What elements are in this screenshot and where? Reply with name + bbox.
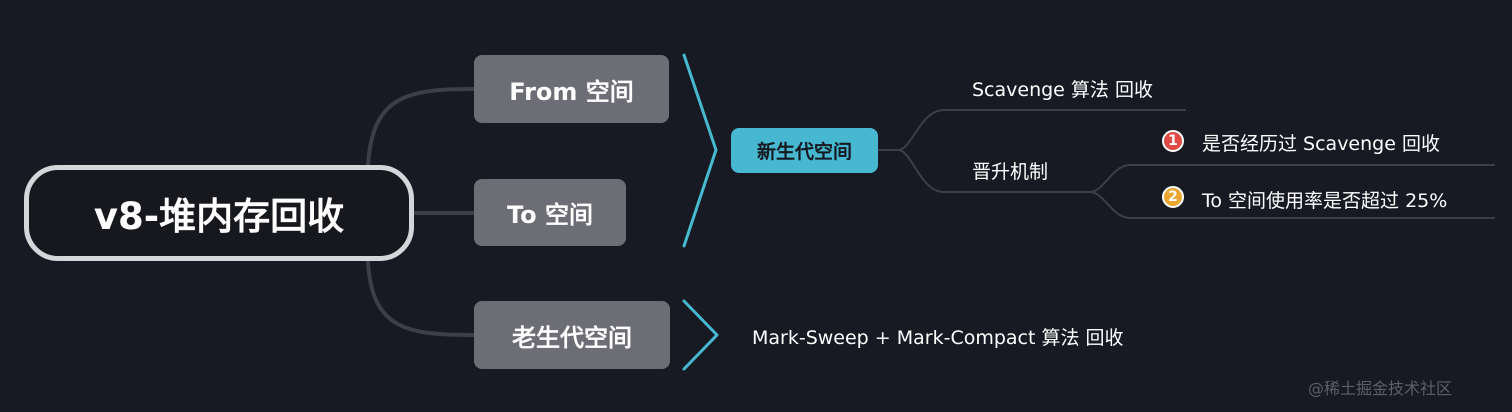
connector-young-promotion — [897, 149, 1090, 193]
new-generation-node: 新生代空间 — [731, 128, 878, 173]
old-generation-algorithm-label: Mark-Sweep + Mark-Compact 算法 回收 — [752, 327, 1124, 349]
from-space-label: From 空间 — [509, 77, 634, 106]
old-generation-node: 老生代空间 — [474, 301, 670, 369]
old-generation-label: 老生代空间 — [512, 323, 632, 352]
condition-2-label: To 空间使用率是否超过 25% — [1202, 190, 1448, 212]
bracket-young — [682, 53, 718, 248]
connector-promotion-cond1 — [1089, 164, 1495, 193]
marker-1-badge: 1 — [1162, 130, 1184, 152]
promotion-label: 晋升机制 — [972, 161, 1049, 183]
to-space-label: To 空间 — [506, 201, 594, 229]
connector-young-scavenge — [897, 109, 1186, 151]
connector-root-old — [366, 260, 476, 337]
new-generation-label: 新生代空间 — [756, 141, 852, 163]
root-node: v8-堆内存回收 — [24, 165, 414, 261]
marker-2-badge: 2 — [1162, 186, 1184, 208]
to-space-node: To 空间 — [474, 179, 626, 246]
bracket-old — [682, 299, 719, 371]
condition-1-label: 是否经历过 Scavenge 回收 — [1202, 133, 1440, 155]
connector-promotion-cond2 — [1089, 191, 1495, 219]
from-space-node: From 空间 — [474, 55, 669, 123]
connector-root-from — [366, 87, 476, 168]
scavenge-label: Scavenge 算法 回收 — [972, 79, 1153, 101]
watermark: @稀土掘金技术社区 — [1308, 379, 1453, 398]
root-label: v8-堆内存回收 — [93, 195, 345, 238]
